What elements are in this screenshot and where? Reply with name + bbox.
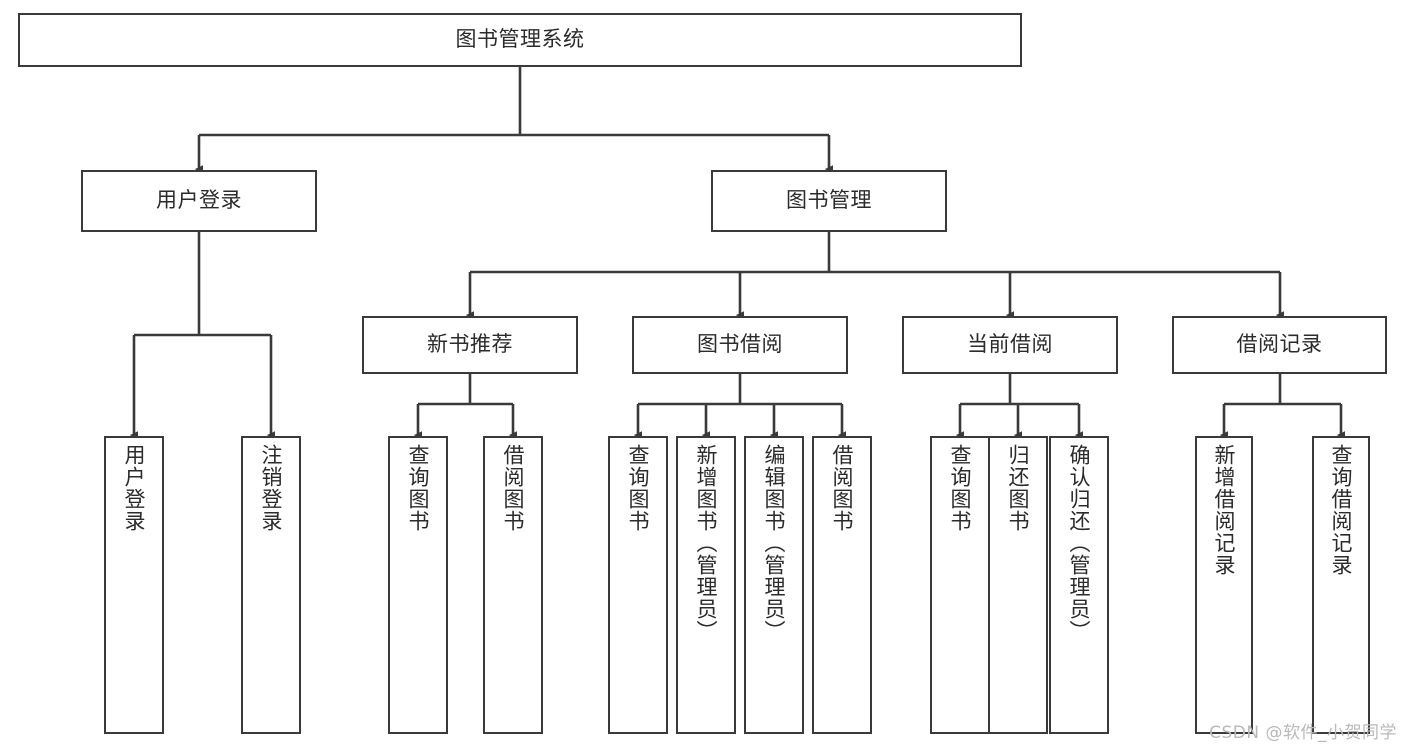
node-leaf-cur-query[interactable]: 查询图书 <box>930 436 990 734</box>
node-records[interactable]: 借阅记录 <box>1172 316 1387 374</box>
node-label: 借阅图书 <box>501 444 526 532</box>
node-bookmgmt[interactable]: 图书管理 <box>711 170 947 232</box>
node-leaf-bk-edit[interactable]: 编辑图书（管理员） <box>744 436 804 734</box>
node-label: 查询图书 <box>406 444 431 532</box>
node-label: 查询图书 <box>626 444 651 532</box>
node-label: 借阅记录 <box>1236 332 1323 357</box>
node-label: 用户登录 <box>122 444 147 532</box>
node-label: 图书管理系统 <box>455 27 585 52</box>
node-leaf-cur-confirm[interactable]: 确认归还（管理员） <box>1049 436 1109 734</box>
node-leaf-cur-return[interactable]: 归还图书 <box>988 436 1048 734</box>
node-leaf-new-query[interactable]: 查询图书 <box>388 436 448 734</box>
node-borrow[interactable]: 图书借阅 <box>632 316 848 374</box>
node-leaf-user-logout[interactable]: 注销登录 <box>241 436 301 734</box>
node-leaf-new-borrow[interactable]: 借阅图书 <box>483 436 543 734</box>
watermark: CSDN @软件_小贺同学 <box>1209 723 1397 743</box>
node-leaf-rec-query[interactable]: 查询借阅记录 <box>1312 436 1370 734</box>
node-label: 用户登录 <box>156 188 242 213</box>
node-label: 归还图书 <box>1006 444 1031 532</box>
node-root[interactable]: 图书管理系统 <box>18 13 1022 67</box>
node-label: 编辑图书（管理员） <box>762 444 787 642</box>
node-label: 新增图书（管理员） <box>694 444 719 642</box>
node-label: 查询图书 <box>948 444 973 532</box>
node-newbook[interactable]: 新书推荐 <box>362 316 578 374</box>
node-login[interactable]: 用户登录 <box>81 170 317 232</box>
node-label: 当前借阅 <box>967 332 1053 357</box>
node-current[interactable]: 当前借阅 <box>902 316 1118 374</box>
node-label: 查询借阅记录 <box>1329 444 1354 576</box>
node-label: 图书管理 <box>786 188 872 213</box>
node-leaf-rec-add[interactable]: 新增借阅记录 <box>1195 436 1253 734</box>
node-leaf-bk-borrow[interactable]: 借阅图书 <box>812 436 872 734</box>
node-leaf-bk-query[interactable]: 查询图书 <box>608 436 668 734</box>
node-label: 新增借阅记录 <box>1212 444 1237 576</box>
node-label: 新书推荐 <box>427 332 513 357</box>
node-leaf-user-login[interactable]: 用户登录 <box>104 436 164 734</box>
node-label: 借阅图书 <box>830 444 855 532</box>
node-label: 确认归还（管理员） <box>1067 444 1092 642</box>
node-label: 图书借阅 <box>697 332 783 357</box>
node-label: 注销登录 <box>259 444 284 532</box>
node-leaf-bk-add[interactable]: 新增图书（管理员） <box>676 436 736 734</box>
